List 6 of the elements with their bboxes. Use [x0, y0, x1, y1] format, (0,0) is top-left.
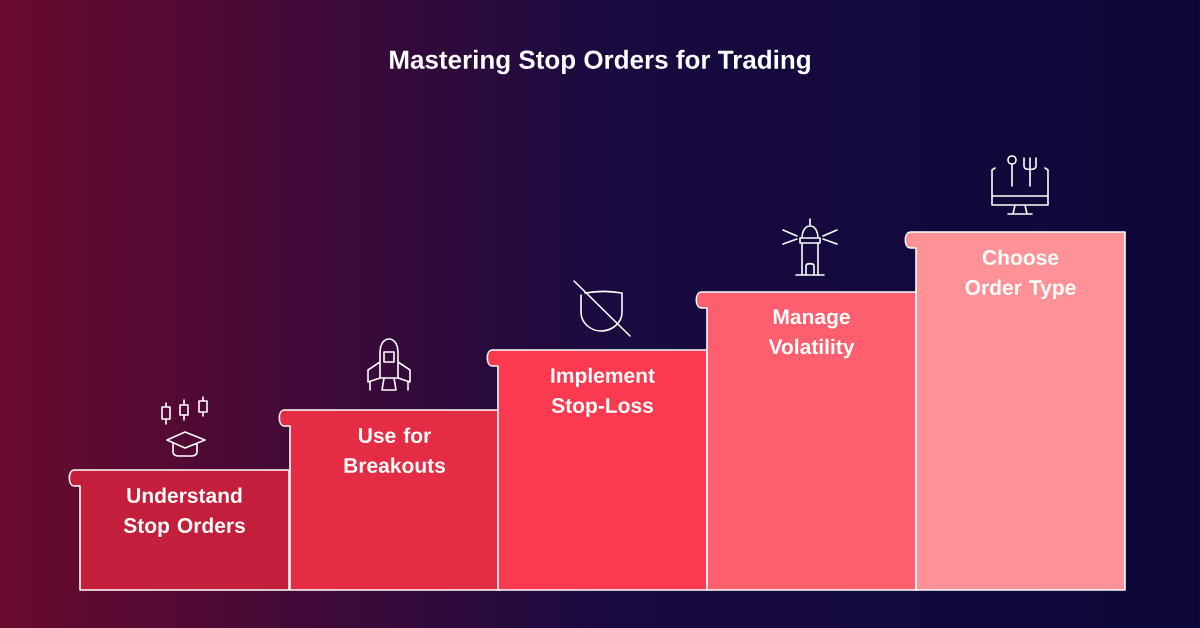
step-box: Choose Order Type — [904, 231, 1126, 591]
step-box: Implement Stop-Loss — [486, 349, 708, 591]
step-box: Manage Volatility — [695, 291, 917, 591]
step-box: Use for Breakouts — [278, 409, 500, 591]
title: Mastering Stop Orders for Trading — [390, 49, 810, 75]
step-box: Understand Stop Orders — [68, 469, 290, 591]
